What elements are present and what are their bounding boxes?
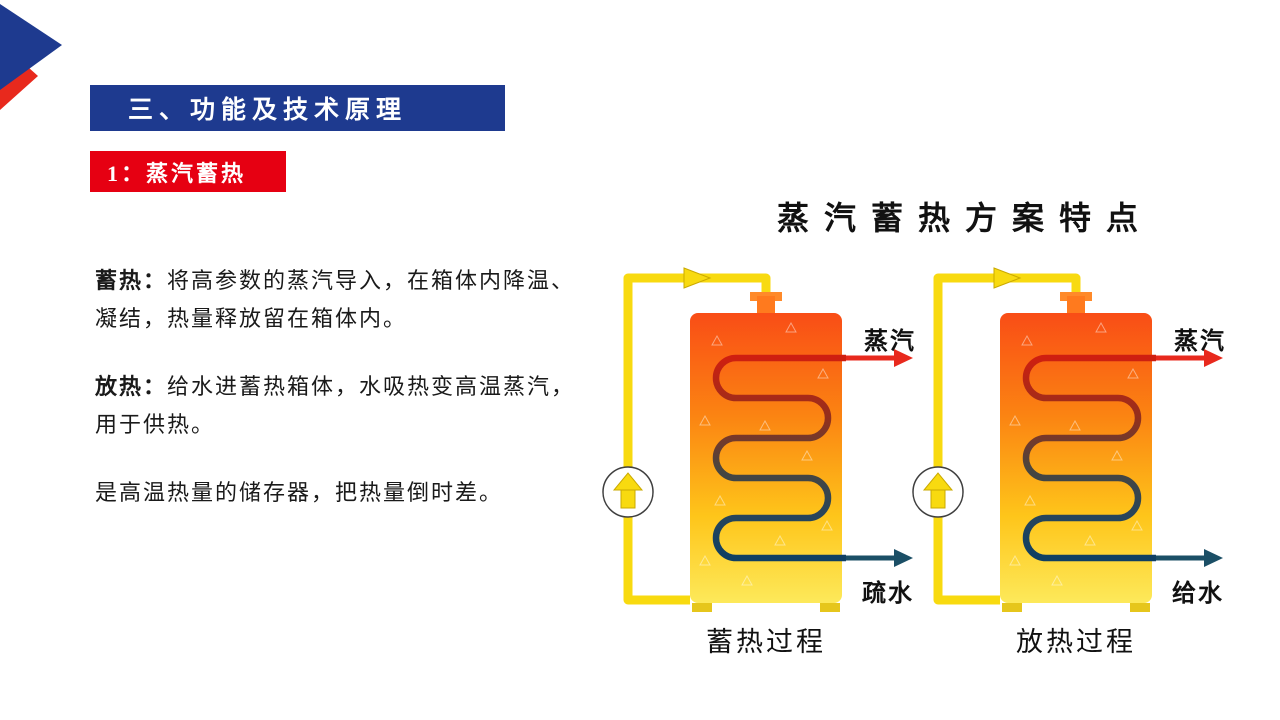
- charge-steam-label: 蒸汽: [864, 327, 916, 355]
- section-title: 三、功能及技术原理: [128, 97, 408, 124]
- paragraph-storage-lead: 蓄热：: [95, 268, 168, 293]
- charge-unit: [603, 268, 913, 612]
- paragraph-summary: 是高温热量的储存器，把热量倒时差。: [95, 474, 585, 512]
- diagram-title: 蒸汽蓄热方案特点: [776, 200, 1153, 236]
- discharge-caption: 放热过程: [1016, 627, 1136, 657]
- body-text-block: 蓄热：将高参数的蒸汽导入，在箱体内降温、凝结，热量释放留在箱体内。 放热：给水进…: [95, 262, 585, 512]
- paragraph-release: 放热：给水进蓄热箱体，水吸热变高温蒸汽，用于供热。: [95, 368, 585, 444]
- topic-badge-label: 1：蒸汽蓄热: [107, 160, 247, 186]
- discharge-water-label: 给水: [1172, 579, 1224, 607]
- corner-blue-triangle: [0, 4, 62, 90]
- charge-caption: 蓄热过程: [706, 627, 826, 657]
- discharge-unit: [913, 268, 1223, 612]
- section-header-bar: 三、功能及技术原理: [90, 85, 505, 131]
- paragraph-release-text: 给水进蓄热箱体，水吸热变高温蒸汽，用于供热。: [95, 374, 576, 437]
- discharge-steam-label: 蒸汽: [1174, 327, 1226, 355]
- topic-badge: 1：蒸汽蓄热: [90, 151, 286, 192]
- paragraph-release-lead: 放热：: [95, 374, 168, 399]
- corner-decoration: [0, 4, 62, 110]
- paragraph-summary-text: 是高温热量的储存器，把热量倒时差。: [95, 480, 504, 505]
- paragraph-storage-text: 将高参数的蒸汽导入，在箱体内降温、凝结，热量释放留在箱体内。: [95, 268, 576, 331]
- paragraph-storage: 蓄热：将高参数的蒸汽导入，在箱体内降温、凝结，热量释放留在箱体内。: [95, 262, 585, 338]
- charge-water-label: 疏水: [862, 579, 914, 607]
